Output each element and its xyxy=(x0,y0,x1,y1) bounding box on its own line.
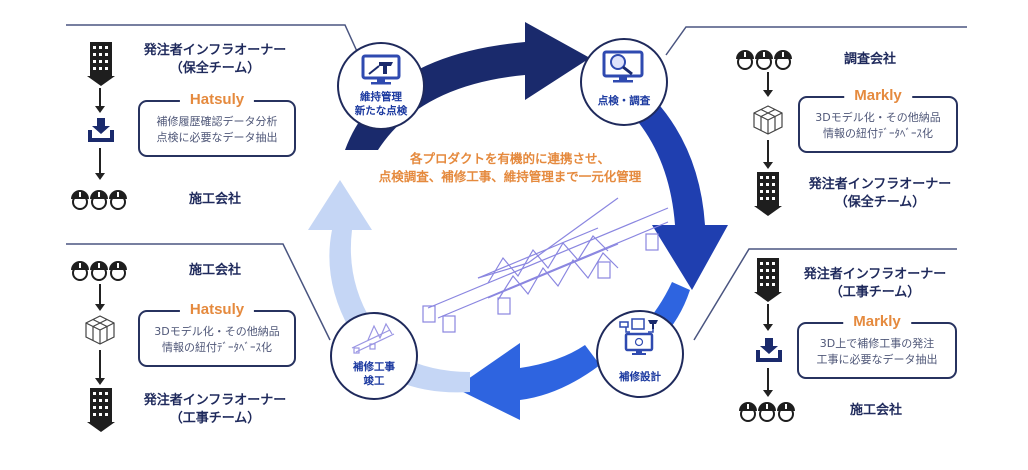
product-desc-line1: 3Dモデル化・その他納品 xyxy=(154,325,280,338)
workers-icon xyxy=(71,261,127,281)
title-line1: 発注者インフラオーナー xyxy=(808,177,952,192)
stage-inspection: 点検・調査 xyxy=(580,38,668,126)
extract-icon xyxy=(756,338,782,362)
flow-line xyxy=(99,350,101,380)
product-desc-line1: 補修履歴確認データ分析 xyxy=(156,115,278,128)
workers-icon xyxy=(71,190,127,210)
bottom-right-owner-title: 発注者インフラオーナー （工事チーム） xyxy=(800,266,950,302)
top-left-owner-title: 発注者インフラオーナー （保全チーム） xyxy=(140,42,290,78)
product-desc-line1: 3D上で補修工事の発注 xyxy=(819,337,935,350)
stage-maintenance-line1: 維持管理 xyxy=(360,91,402,103)
building-icon xyxy=(754,258,782,302)
stage-repair-completion: 補修工事 竣工 xyxy=(330,312,418,400)
cycle-arrow-left xyxy=(308,180,372,330)
flow-arrow-down-icon xyxy=(95,378,105,385)
product-name: Hatsuly xyxy=(179,300,255,320)
flow-arrow-down-icon xyxy=(95,173,105,180)
bottom-left-contractor-title: 施工会社 xyxy=(188,263,241,278)
title-line2: （工事チーム） xyxy=(829,285,921,300)
stage-inspection-line1: 点検・調査 xyxy=(597,95,651,107)
monitor-magnifier-icon xyxy=(602,50,644,83)
product-name: Hatsuly xyxy=(179,90,255,110)
bottom-left-owner-title: 発注者インフラオーナー （工事チーム） xyxy=(140,392,290,428)
stage-repair-completion-line1: 補修工事 xyxy=(353,361,395,373)
cycle-arrow-right xyxy=(635,100,728,290)
flow-line xyxy=(767,140,769,164)
title-line1: 発注者インフラオーナー xyxy=(143,393,287,408)
callout-line-top-left xyxy=(66,24,361,59)
product-desc-line2: 情報の紐付ﾃﾞｰﾀﾍﾞｰｽ化 xyxy=(162,341,272,354)
design-workflow-icon xyxy=(619,318,658,355)
title-line2: （工事チーム） xyxy=(169,411,261,426)
flow-arrow-down-icon xyxy=(763,324,773,331)
flow-arrow-down-icon xyxy=(763,390,773,397)
stage-repair-design: 補修設計 xyxy=(596,310,684,398)
flow-line xyxy=(767,304,769,326)
3d-model-cube-icon xyxy=(753,105,783,135)
flow-arrow-down-icon xyxy=(95,106,105,113)
product-desc-line1: 3Dモデル化・その他納品 xyxy=(815,111,941,124)
workers-icon xyxy=(739,402,795,422)
flow-line xyxy=(99,88,101,108)
product-name: Markly xyxy=(843,312,911,332)
monitor-tool-icon xyxy=(361,54,401,85)
bottom-left-product-box: Hatsuly 3Dモデル化・その他納品 情報の紐付ﾃﾞｰﾀﾍﾞｰｽ化 xyxy=(138,300,296,367)
building-icon xyxy=(87,388,115,432)
flow-arrow-down-icon xyxy=(763,90,773,97)
callout-line-top-right xyxy=(665,26,967,56)
stage-repair-design-line1: 補修設計 xyxy=(619,371,661,383)
title-line1: 発注者インフラオーナー xyxy=(143,43,287,58)
bottom-right-contractor-title: 施工会社 xyxy=(849,403,902,418)
title-line2: （保全チーム） xyxy=(169,61,261,76)
top-left-product-box: Hatsuly 補修履歴確認データ分析 点検に必要なデータ抽出 xyxy=(138,90,296,157)
product-desc-line2: 工事に必要なデータ抽出 xyxy=(816,353,938,366)
product-desc-line2: 点検に必要なデータ抽出 xyxy=(156,131,278,144)
3d-model-cube-icon xyxy=(85,315,115,345)
product-desc-line2: 情報の紐付ﾃﾞｰﾀﾍﾞｰｽ化 xyxy=(823,127,933,140)
bridge-icon xyxy=(351,322,395,354)
cycle-arrow-bottom xyxy=(455,343,600,420)
top-right-owner-title: 発注者インフラオーナー （保全チーム） xyxy=(805,176,955,212)
center-message-line2: 点検調査、補修工事、維持管理まで一元化管理 xyxy=(378,169,642,184)
extract-icon xyxy=(88,118,114,142)
stage-maintenance: 維持管理 新たな点検 xyxy=(337,42,425,130)
stage-maintenance-line2: 新たな点検 xyxy=(354,105,408,117)
flow-arrow-down-icon xyxy=(95,304,105,311)
flow-line xyxy=(99,148,101,174)
bottom-right-product-box: Markly 3D上で補修工事の発注 工事に必要なデータ抽出 xyxy=(797,312,957,379)
callout-line-bottom-right xyxy=(693,248,957,341)
top-right-product-box: Markly 3Dモデル化・その他納品 情報の紐付ﾃﾞｰﾀﾍﾞｰｽ化 xyxy=(798,86,958,153)
top-left-contractor-title: 施工会社 xyxy=(188,192,241,207)
flow-arrow-down-icon xyxy=(763,162,773,169)
callout-line-bottom-left xyxy=(66,243,331,341)
center-message-line1: 各プロダクトを有機的に連携させ、 xyxy=(409,151,610,166)
product-name: Markly xyxy=(844,86,912,106)
flow-line xyxy=(767,72,769,92)
workers-icon xyxy=(736,50,792,70)
title-line2: （保全チーム） xyxy=(834,195,926,210)
stage-repair-completion-line2: 竣工 xyxy=(363,375,385,387)
bridge-illustration xyxy=(422,197,669,333)
flow-line xyxy=(99,284,101,306)
center-message: 各プロダクトを有機的に連携させ、 点検調査、補修工事、維持管理まで一元化管理 xyxy=(360,150,660,186)
flow-line xyxy=(767,368,769,392)
title-line1: 発注者インフラオーナー xyxy=(803,267,947,282)
building-icon xyxy=(754,172,782,216)
building-icon xyxy=(87,42,115,86)
top-right-survey-title: 調査会社 xyxy=(843,52,896,67)
